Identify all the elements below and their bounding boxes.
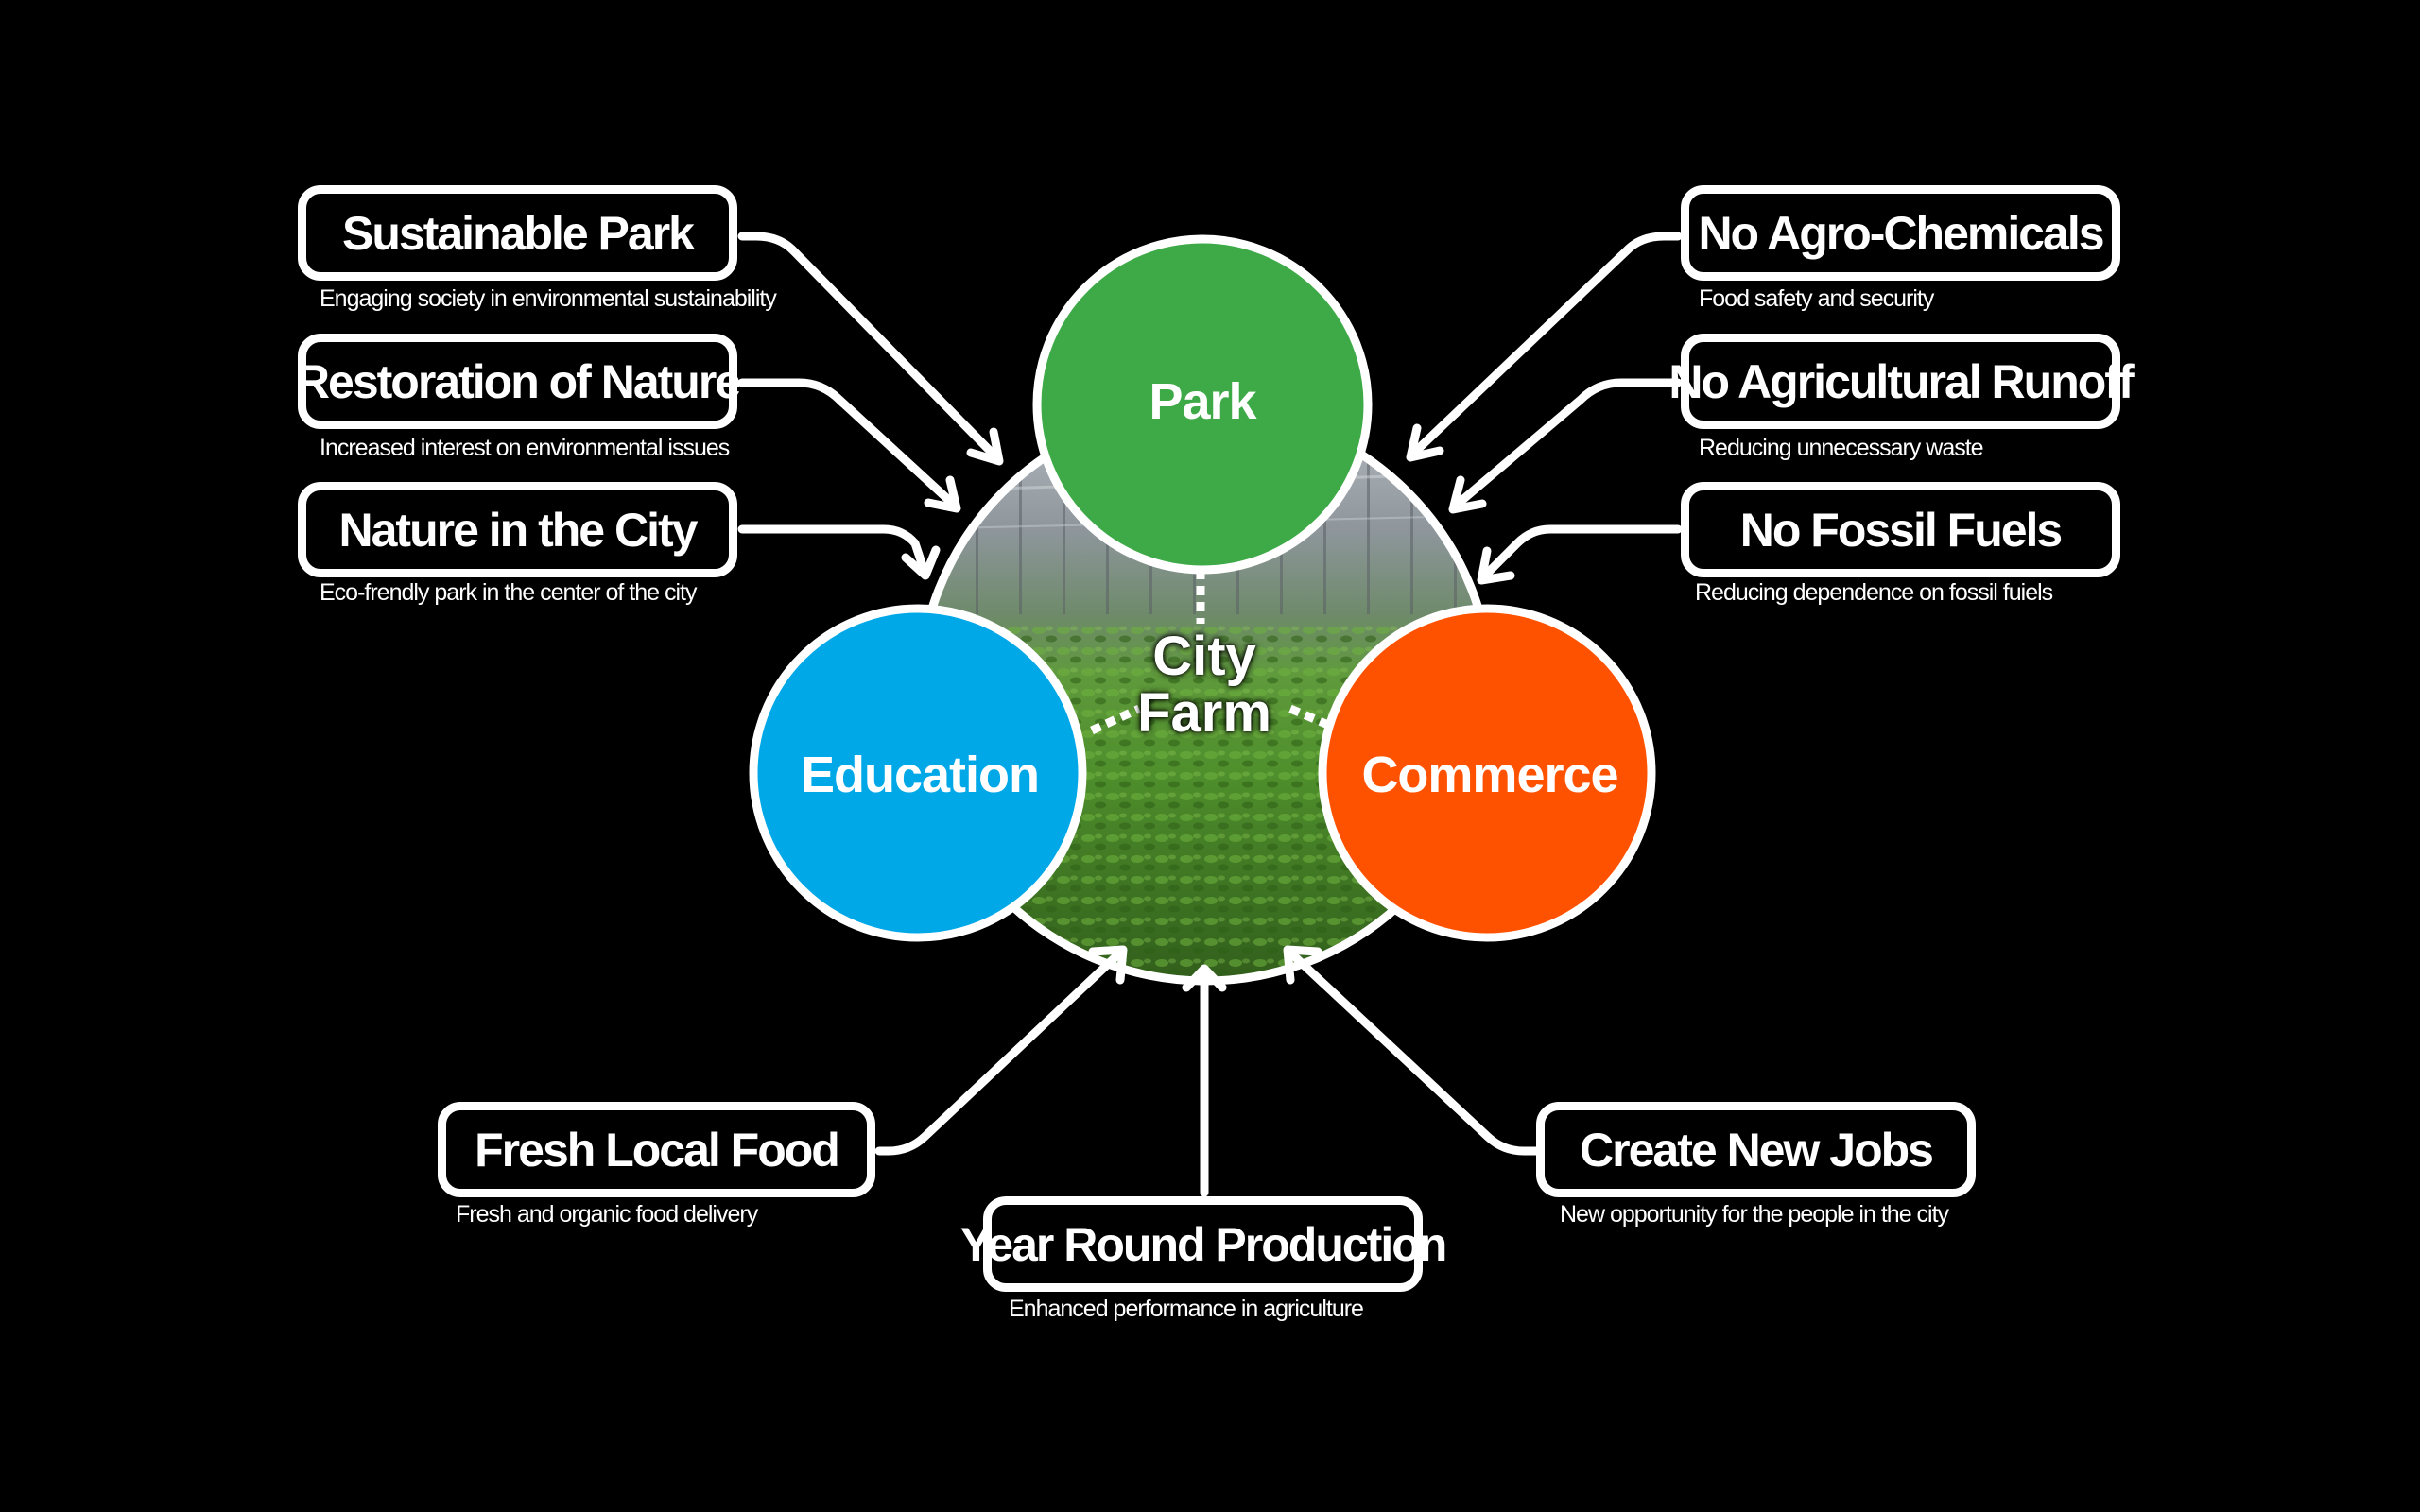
nature-in-the-city-subtitle: Eco-frendly park in the center of the ci… (320, 579, 697, 606)
arrow-nature-in-the-city (737, 524, 929, 576)
restoration-of-nature-subtitle: Increased interest on environmental issu… (320, 435, 730, 461)
arrow-no-agro-chemicals (1409, 232, 1683, 458)
park-circle (1032, 234, 1373, 575)
city-farm-line2: Farm (1137, 682, 1271, 744)
sustainable-park-box: Sustainable Park (298, 185, 737, 281)
city-farm-label: City Farm (1137, 628, 1271, 742)
arrowhead-no-agro-chemicals (1406, 423, 1444, 462)
education-label: Education (800, 747, 1040, 803)
no-fossil-fuels-box: No Fossil Fuels (1681, 482, 2120, 577)
arrow-no-fossil-fuels (1479, 524, 1683, 581)
sustainable-park-subtitle: Engaging society in environmental sustai… (320, 285, 777, 312)
arrowhead-sustainable-park (966, 427, 1004, 466)
fresh-local-food-box: Fresh Local Food (438, 1102, 875, 1197)
year-round-production-box: Year Round Production (960, 1196, 1447, 1292)
arrow-create-new-jobs (1286, 948, 1541, 1156)
year-round-production-subtitle: Enhanced performance in agriculture (1009, 1296, 1364, 1322)
create-new-jobs-box: Create New Jobs (1536, 1102, 1976, 1197)
arrowhead-create-new-jobs (1283, 945, 1322, 985)
fresh-local-food-subtitle: Fresh and organic food delivery (456, 1201, 758, 1228)
arrow-fresh-local-food (874, 948, 1125, 1156)
park-label: Park (1149, 373, 1256, 430)
arrow-sustainable-park (737, 232, 1002, 463)
arrowhead-nature-in-the-city (901, 545, 941, 580)
commerce-circle (1318, 604, 1656, 942)
arrow-restoration-of-nature (737, 378, 959, 510)
arrows (737, 232, 1683, 1197)
arrowhead-no-agricultural-runoff (1448, 475, 1487, 514)
nature-in-the-city-box: Nature in the City (298, 482, 737, 577)
commerce-label: Commerce (1361, 747, 1618, 803)
no-agricultural-runoff-subtitle: Reducing unnecessary waste (1699, 435, 1984, 461)
dashed-connectors (1090, 570, 1330, 735)
no-agro-chemicals-subtitle: Food safety and security (1699, 285, 1934, 312)
no-agricultural-runoff-box: No Agricultural Runoff (1668, 334, 2135, 429)
no-fossil-fuels-subtitle: Reducing dependence on fossil fuiels (1695, 579, 2053, 606)
create-new-jobs-subtitle: New opportunity for the people in the ci… (1560, 1201, 1949, 1228)
arrowhead-no-fossil-fuels (1477, 546, 1515, 585)
arrowhead-fresh-local-food (1088, 945, 1128, 985)
city-farm-line1: City (1152, 626, 1256, 687)
arrowhead-year-round-production (1182, 964, 1227, 992)
arrow-no-agricultural-runoff (1451, 378, 1683, 510)
restoration-of-nature-box: Restoration of Nature (296, 334, 741, 429)
arrowhead-restoration-of-nature (924, 475, 961, 513)
no-agro-chemicals-box: No Agro-Chemicals (1681, 185, 2120, 281)
education-circle (749, 604, 1087, 942)
